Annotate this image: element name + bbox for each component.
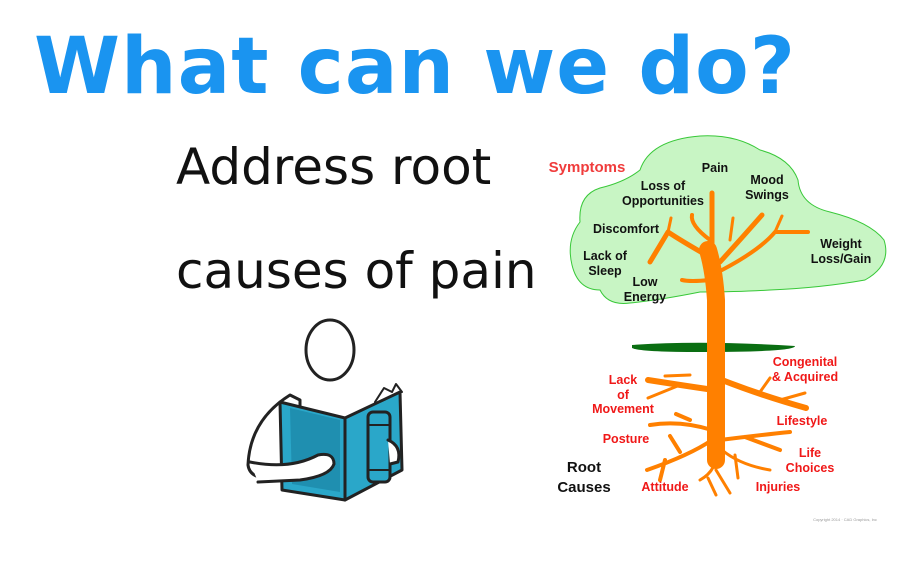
cause-posture: Posture bbox=[603, 432, 650, 446]
cause-movement-line3: Movement bbox=[592, 402, 655, 416]
copyright-text: Copyright 2014 · CAD Graphics, Inc bbox=[813, 517, 877, 522]
root-causes-line1: Root bbox=[567, 459, 601, 476]
symptom-mood-line1: Mood bbox=[750, 173, 783, 187]
symptom-pain: Pain bbox=[702, 161, 728, 175]
symptom-discomfort: Discomfort bbox=[593, 222, 660, 236]
symptom-loss-line2: Opportunities bbox=[622, 194, 704, 208]
cause-choices-line1: Life bbox=[799, 446, 821, 460]
subtitle-line-1: Address root bbox=[176, 138, 492, 196]
person-reading-illustration bbox=[246, 318, 404, 502]
subtitle-line-2: causes of pain bbox=[176, 242, 537, 300]
symptom-weight-line2: Loss/Gain bbox=[811, 252, 871, 266]
cause-injuries: Injuries bbox=[756, 480, 801, 494]
symptom-sleep-line1: Lack of bbox=[583, 249, 628, 263]
symptom-energy-line2: Energy bbox=[624, 290, 666, 304]
cause-congenital-line2: & Acquired bbox=[772, 370, 838, 384]
symptoms-heading: Symptoms bbox=[549, 159, 626, 176]
cause-choices-line2: Choices bbox=[786, 461, 835, 475]
cause-lifestyle: Lifestyle bbox=[777, 414, 828, 428]
cause-movement-line1: Lack bbox=[609, 373, 638, 387]
root-causes-line2: Causes bbox=[557, 479, 610, 496]
symptom-energy-line1: Low bbox=[633, 275, 658, 289]
cause-movement-line2: of bbox=[617, 388, 630, 402]
page-title: What can we do? bbox=[34, 22, 796, 112]
symptom-loss-line1: Loss of bbox=[641, 179, 686, 193]
symptom-mood-line2: Swings bbox=[745, 188, 789, 202]
cause-congenital-line1: Congenital bbox=[773, 355, 838, 369]
tree-trunk bbox=[645, 190, 810, 497]
head-icon bbox=[304, 318, 356, 382]
symptom-sleep-line2: Sleep bbox=[588, 264, 622, 278]
cause-attitude: Attitude bbox=[641, 480, 688, 494]
symptom-weight-line1: Weight bbox=[820, 237, 862, 251]
